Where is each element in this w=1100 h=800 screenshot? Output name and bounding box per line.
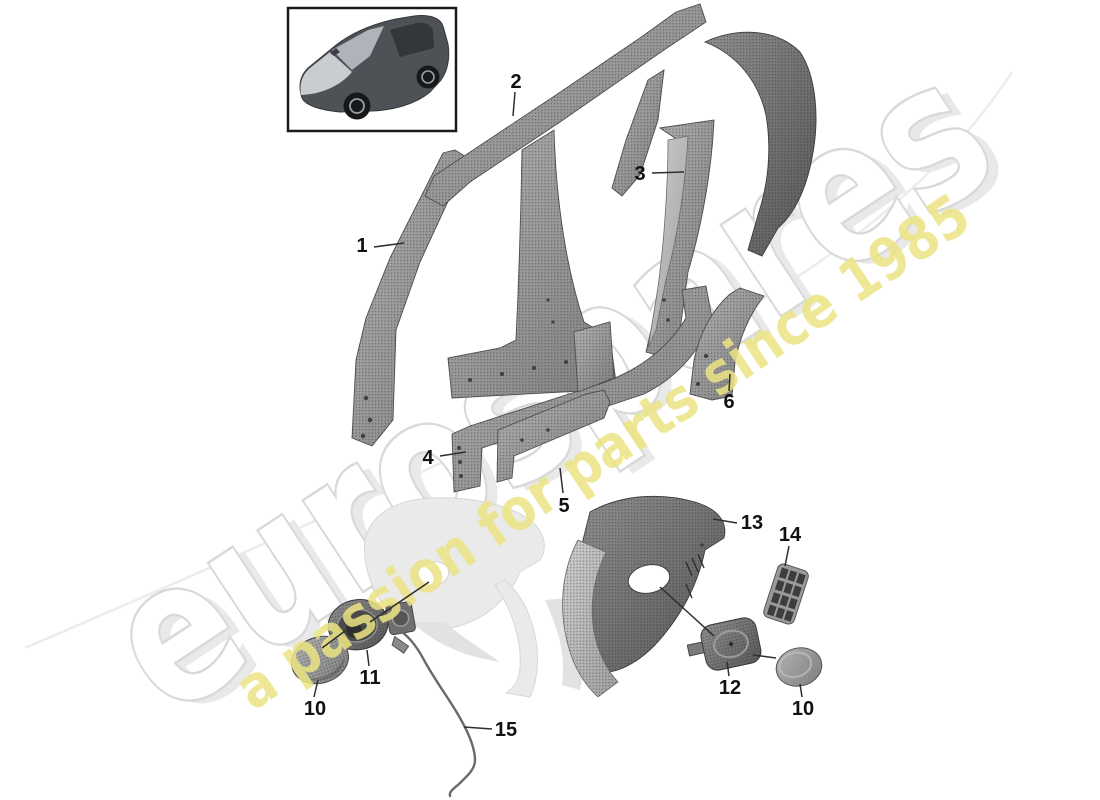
- leader-lines: [313, 91, 803, 730]
- callout-11[interactable]: 11: [359, 667, 380, 689]
- part-cover-right[interactable]: [772, 643, 826, 691]
- vehicle-thumbnail: [286, 6, 458, 133]
- callout-1[interactable]: 1: [356, 235, 367, 257]
- callout-13[interactable]: 13: [741, 512, 763, 534]
- callout-15[interactable]: 15: [495, 719, 517, 741]
- part-a-pillar[interactable]: [351, 149, 469, 447]
- callout-12[interactable]: 12: [719, 677, 741, 699]
- callout-2[interactable]: 2: [510, 71, 521, 93]
- callout-6[interactable]: 6: [723, 391, 734, 413]
- part-release-cable[interactable]: [392, 625, 477, 798]
- callout-10-right[interactable]: 10: [792, 698, 814, 720]
- callout-5[interactable]: 5: [558, 495, 569, 517]
- callout-14[interactable]: 14: [779, 524, 802, 546]
- suv-vehicle-icon: [299, 15, 450, 120]
- part-fuel-filler-flap[interactable]: [684, 616, 763, 676]
- callouts: 1 2 3 4 5 6 10 11 12 10 13 14 15: [304, 71, 814, 741]
- callout-10-left[interactable]: 10: [304, 698, 326, 720]
- callout-3[interactable]: 3: [634, 163, 645, 185]
- part-sill-repair-section[interactable]: [496, 389, 611, 483]
- callout-4[interactable]: 4: [422, 447, 434, 469]
- part-vent-grille[interactable]: [762, 562, 810, 625]
- part-sill-end-rear[interactable]: [689, 287, 765, 401]
- part-quarter-panel-repair[interactable]: [562, 495, 726, 698]
